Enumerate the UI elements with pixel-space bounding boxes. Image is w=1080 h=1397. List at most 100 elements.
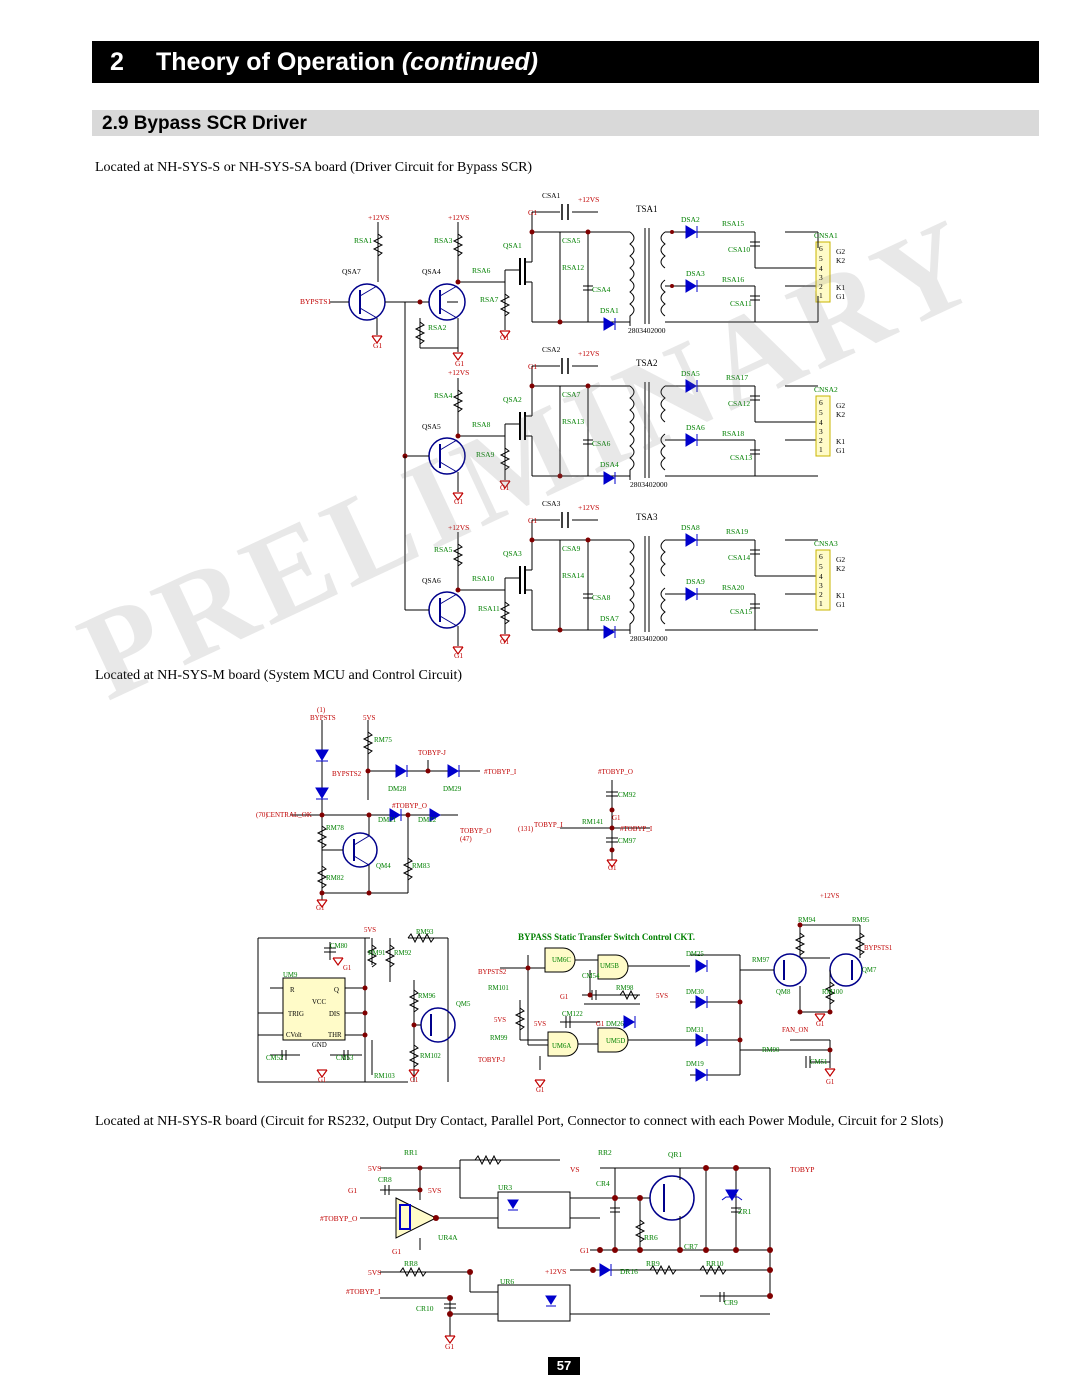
ic-pin-name: CVolt (286, 1032, 302, 1039)
caption-mcu-board: Located at NH-SYS-M board (System MCU an… (95, 668, 463, 683)
part-label: RSA19 (726, 527, 748, 536)
part-label: DM30 (686, 989, 704, 996)
part-label: CSA6 (592, 439, 611, 448)
net-label: BYPSTS1 (864, 945, 892, 952)
pin-name: G2 (836, 247, 845, 256)
part-label: RM83 (412, 862, 430, 870)
pin: 2 (819, 436, 823, 445)
part-label: DSA1 (600, 306, 619, 315)
part-label: DSA8 (681, 523, 700, 532)
part-label: CR10 (416, 1304, 434, 1313)
net-label: G1 (316, 904, 325, 912)
pin: 4 (819, 572, 823, 581)
pin: 3 (819, 273, 823, 282)
part-label: CSA14 (728, 553, 750, 562)
part-label: RSA10 (472, 574, 494, 583)
pin-ref: (1) (317, 706, 326, 714)
part-label: CM51 (810, 1059, 827, 1066)
part-label: CSA11 (730, 299, 752, 308)
part-label: QM7 (862, 967, 877, 974)
part-label: QSA4 (422, 267, 441, 276)
net-label: BYPSTS1 (300, 297, 332, 306)
part-label: RSA18 (722, 429, 744, 438)
net-label: BYPSTS2 (478, 969, 507, 976)
part-label: CR4 (596, 1179, 610, 1188)
part-label: QM8 (776, 989, 791, 996)
part-label: UR6 (500, 1277, 514, 1286)
net-label: 5VS (364, 927, 376, 934)
ic-pin-name: Q (334, 987, 339, 994)
part-label: RM102 (420, 1053, 441, 1060)
part-label: RM96 (418, 993, 436, 1000)
part-label: RR10 (706, 1259, 724, 1268)
part-label: QSA2 (503, 395, 522, 404)
pin-name: G2 (836, 555, 845, 564)
net-label: +12VS (545, 1267, 566, 1276)
part-label: UM5D (606, 1038, 625, 1045)
part-label: RM78 (326, 824, 344, 832)
ic-pin-name: THR (328, 1032, 342, 1039)
part-label: CM97 (618, 837, 636, 845)
pin-name: K2 (836, 564, 845, 573)
part-label: CNSA1 (814, 231, 838, 240)
net-label: +12VS (368, 213, 389, 222)
part-label: UM6C (552, 957, 571, 964)
net-label: G1 (560, 994, 568, 1001)
net-label: FAN_ON (782, 1027, 808, 1034)
net-label: BYPSTS2 (332, 770, 362, 778)
part-label: RM94 (798, 917, 816, 924)
part-label: RSA14 (562, 571, 584, 580)
net-label: #TOBYP_O (392, 802, 427, 810)
pin: 2 (819, 590, 823, 599)
part-label: RM101 (488, 985, 509, 992)
part-label: RM92 (394, 950, 412, 957)
net-label: 5VS (656, 993, 668, 1000)
part-label: CR7 (684, 1242, 698, 1251)
pin: 4 (819, 418, 823, 427)
pin: 1 (819, 291, 823, 300)
part-label: CSA5 (562, 236, 581, 245)
net-label: G1 (455, 359, 464, 368)
part-label: CM53 (336, 1055, 354, 1062)
part-label: RSA2 (428, 323, 447, 332)
part-label: RR9 (646, 1259, 660, 1268)
net-label: G1 (528, 362, 537, 371)
part-label: RR8 (404, 1259, 418, 1268)
part-label: QSA6 (422, 576, 441, 585)
part-label: CM54 (582, 973, 600, 980)
part-label: CSA2 (542, 345, 561, 354)
driver-channel-2 (404, 302, 831, 492)
pin-name: G1 (836, 446, 845, 455)
net-label: +12VS (448, 213, 469, 222)
part-label: RSA4 (434, 391, 453, 400)
net-label: 5VS (368, 1164, 381, 1173)
net-label: G1 (318, 1077, 326, 1084)
net-label: 5VS (368, 1268, 381, 1277)
net-label: G1 (445, 1342, 454, 1351)
pin: 4 (819, 264, 823, 273)
driver-channel-3 (404, 456, 831, 646)
part-label: RM100 (822, 989, 843, 996)
pin-name: K1 (836, 591, 845, 600)
net-label: G1 (410, 1077, 418, 1084)
net-label: G1 (348, 1186, 357, 1195)
pin-ref: (70) (256, 811, 268, 819)
part-label: DM31 (686, 1027, 704, 1034)
caption-r-board: Located at NH-SYS-R board (Circuit for R… (95, 1114, 944, 1129)
page-number: 57 (548, 1357, 580, 1375)
net-label: 5VS (363, 714, 376, 722)
pin: 1 (819, 445, 823, 454)
part-label: RSA11 (478, 604, 500, 613)
part-label: DM22 (418, 816, 437, 824)
net-label: +12VS (820, 893, 840, 900)
net-label: BYPSTS (310, 714, 336, 722)
net-label: TOBYP (790, 1165, 814, 1174)
chapter-title: Theory of Operation (156, 48, 395, 76)
part-label: RM141 (582, 818, 604, 826)
net-label: G1 (500, 637, 509, 646)
part-label: DSA3 (686, 269, 705, 278)
part-label: DM29 (443, 785, 462, 793)
part-label: DSA6 (686, 423, 705, 432)
part-label: DM25 (686, 951, 704, 958)
net-label: G1 (580, 1246, 589, 1255)
